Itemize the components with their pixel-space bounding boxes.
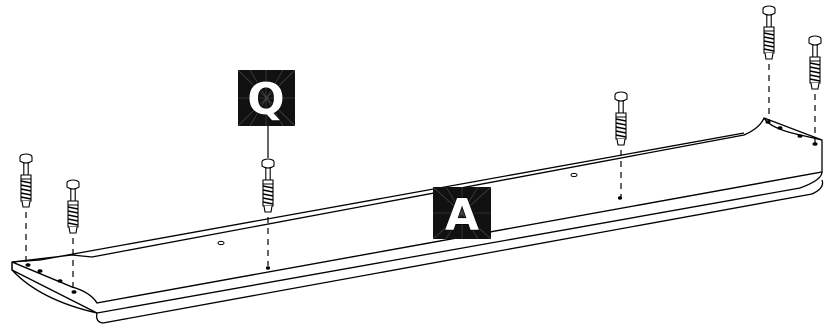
panel-top-face xyxy=(11,117,823,304)
hardware-label-q: Q xyxy=(237,69,296,127)
part-label-text: A xyxy=(445,190,479,241)
hole xyxy=(777,126,783,130)
base-panel xyxy=(11,117,824,324)
part-label-a: A xyxy=(432,186,492,242)
panel-left-end xyxy=(11,262,98,314)
panel-front-edge xyxy=(11,171,823,314)
hole xyxy=(812,142,818,146)
hole xyxy=(570,172,578,178)
hole xyxy=(217,240,225,246)
cam-bolt xyxy=(19,153,33,208)
cam-bolt xyxy=(808,35,822,90)
hole xyxy=(71,290,77,294)
panel-bottom-curve xyxy=(95,179,824,324)
hole xyxy=(25,263,31,267)
alignment-guides xyxy=(25,64,816,290)
cam-bolt xyxy=(261,158,275,213)
cam-bolt xyxy=(762,5,776,60)
panel-right-curve xyxy=(763,117,823,141)
hole xyxy=(617,196,623,200)
cam-bolt xyxy=(66,179,80,234)
cam-bolt xyxy=(614,91,628,146)
hole xyxy=(57,279,63,283)
hole xyxy=(37,269,43,273)
panel-back-edge xyxy=(11,132,745,263)
hole xyxy=(265,266,271,270)
hole xyxy=(765,120,771,124)
hardware-label-text: Q xyxy=(247,74,284,125)
panel-holes xyxy=(25,120,818,294)
hole xyxy=(797,134,803,138)
